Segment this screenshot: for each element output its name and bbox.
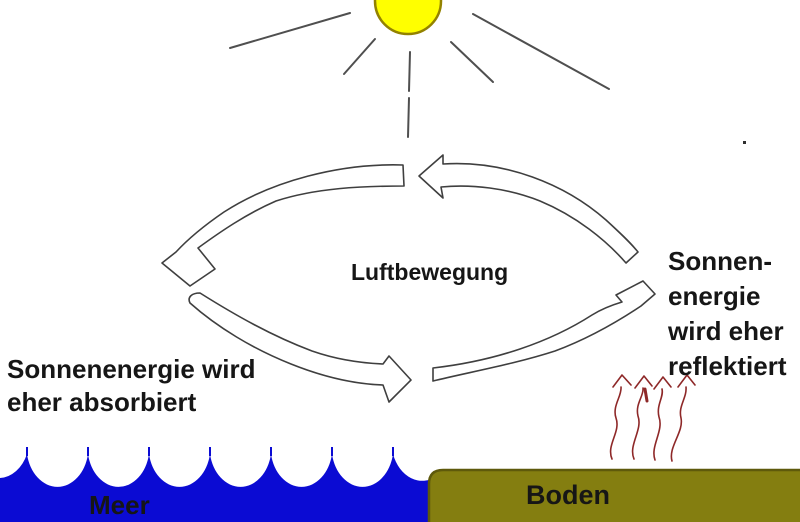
wave-crest-spikes [26,447,394,456]
heat-arrows-icon [609,374,696,462]
sea-caption-line2: eher absorbiert [7,387,197,417]
heat-arrow [670,374,696,462]
sun-ray [343,38,376,75]
ground-shape [427,468,800,522]
land-caption-line2: energie [668,281,761,311]
sea-label: Meer [89,490,150,520]
air-movement-label: Luftbewegung [351,259,509,285]
circulation-loop [161,154,656,403]
land-caption: Sonnen- energie wird eher reflektiert [668,244,787,384]
land-caption-line1: Sonnen- [668,246,772,276]
heat-arrow [643,387,649,403]
circulation-arrow-top-right [418,154,639,264]
sun-ray [472,13,610,90]
circulation-arrow-bottom-right [432,280,656,382]
ground-label: Boden [526,480,610,510]
circulation-arrow-bottom-left [188,292,412,403]
sea-shape [0,447,437,522]
sea-water [0,454,437,522]
sun-icon [373,0,443,36]
heat-arrow [609,374,632,460]
sun-rays [229,12,610,138]
sea-caption-line1: Sonnenenergie wird [7,354,256,384]
sun-ray [229,12,351,49]
stray-dot [743,141,746,144]
ground-border [427,468,800,522]
sun-ray [450,41,494,83]
circulation-arrow-top-left [161,164,405,287]
heat-arrow [653,376,672,461]
sun-ray [407,51,411,138]
sea-caption: Sonnenenergie wird eher absorbiert [7,353,256,419]
ground-fill [429,470,800,522]
land-caption-line4: reflektiert [668,351,787,381]
heat-arrow [631,375,653,460]
land-caption-line3: wird eher [668,316,784,346]
